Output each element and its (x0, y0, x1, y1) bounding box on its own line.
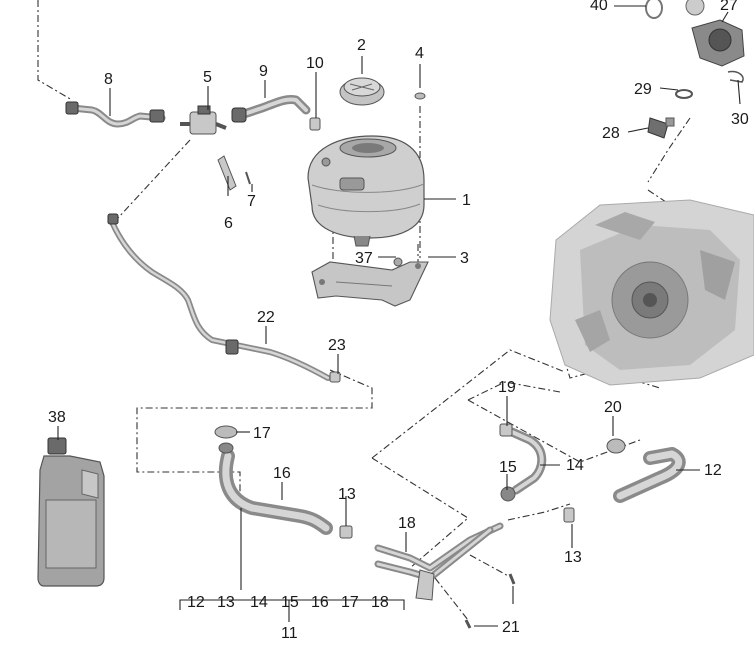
screw-7 (245, 171, 251, 185)
callout-9: 9 (259, 63, 268, 80)
callout-28: 28 (602, 125, 620, 142)
bolt-21-upper (508, 573, 516, 585)
expansion-tank (307, 135, 425, 247)
callout-10: 10 (306, 55, 324, 72)
clip-19 (499, 423, 513, 437)
callout-3: 3 (460, 250, 469, 267)
callout-29: 29 (634, 81, 652, 98)
callout-30: 30 (731, 111, 749, 128)
callout-2: 2 (357, 37, 366, 54)
tank-cap (339, 77, 385, 106)
thermostat-housing-27 (685, 0, 745, 67)
hose-16 (218, 449, 333, 535)
clamp-17 (214, 425, 238, 454)
hose-12 (613, 447, 686, 503)
o-ring-40 (645, 0, 663, 19)
clamp-13-right (563, 507, 575, 523)
callout-19: 19 (498, 379, 516, 396)
valve-5 (180, 105, 227, 135)
hose-8 (65, 101, 166, 128)
callout-labels: 1 2 3 4 5 6 7 8 9 10 11 12 13 13 14 15 1… (48, 0, 749, 642)
callout-14: 14 (566, 457, 584, 474)
callout-1: 1 (462, 192, 471, 209)
callout-23: 23 (328, 337, 346, 354)
callout-17: 17 (253, 425, 271, 442)
group-11-member-14: 14 (250, 594, 268, 611)
callout-8: 8 (104, 71, 113, 88)
callout-22: 22 (257, 309, 275, 326)
clamp-20 (606, 438, 626, 454)
callout-12: 12 (704, 462, 722, 479)
coolant-bottle (37, 437, 105, 587)
callout-4: 4 (415, 45, 424, 62)
callout-7: 7 (247, 193, 256, 210)
leader-lines (57, 5, 741, 627)
pipe-22 (107, 213, 331, 381)
callout-40: 40 (590, 0, 608, 14)
callout-13-right: 13 (564, 549, 582, 566)
callout-6: 6 (224, 215, 233, 232)
sensor-28 (647, 117, 675, 139)
clamp-15 (500, 486, 516, 502)
callout-21: 21 (502, 619, 520, 636)
clip-10 (309, 117, 321, 131)
callout-5: 5 (203, 69, 212, 86)
callout-15: 15 (499, 459, 517, 476)
callout-18: 18 (398, 515, 416, 532)
clip-30 (727, 70, 744, 83)
engine-block-illustration (549, 199, 754, 386)
callout-13-left: 13 (338, 486, 356, 503)
seal-29 (675, 89, 693, 99)
callout-38: 38 (48, 409, 66, 426)
pipe-18 (374, 522, 504, 601)
callout-37: 37 (355, 250, 373, 267)
clamp-13-left (339, 525, 353, 539)
group-11-member-18: 18 (371, 594, 389, 611)
group-11-member-15: 15 (281, 594, 299, 611)
callout-16: 16 (273, 465, 291, 482)
callout-27: 27 (720, 0, 738, 14)
callout-20: 20 (604, 399, 622, 416)
group-11-member-16: 16 (311, 594, 329, 611)
clamp-23 (329, 371, 341, 383)
bracket-6 (217, 155, 237, 191)
hose-9 (231, 95, 311, 123)
tank-bracket (311, 257, 429, 307)
group-11-member-17: 17 (341, 594, 359, 611)
hose-14 (507, 427, 547, 495)
group-11-member-12: 12 (187, 594, 205, 611)
group-11-member-13: 13 (217, 594, 235, 611)
callout-11: 11 (281, 625, 298, 642)
bolt-21-lower (464, 619, 472, 629)
bolt-4 (414, 92, 426, 100)
